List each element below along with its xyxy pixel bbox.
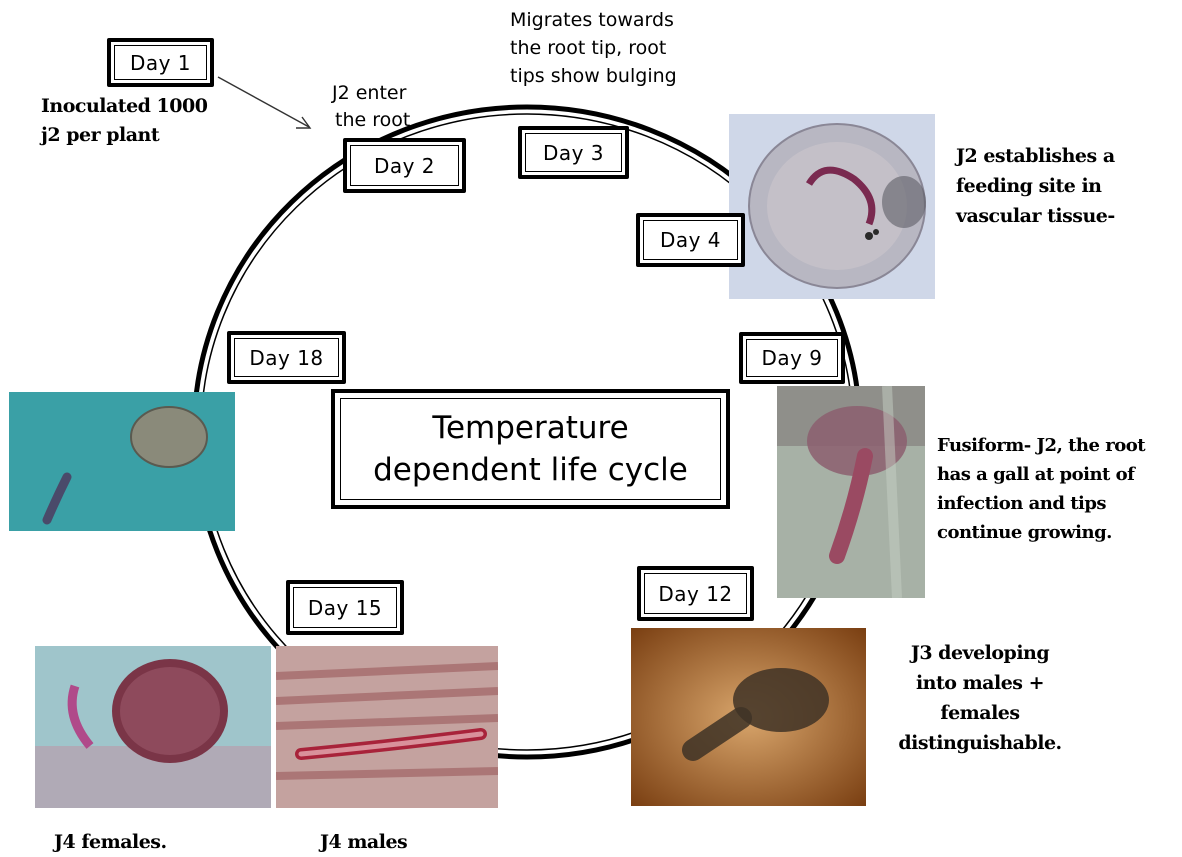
caption-j4-females: J4 females. <box>54 828 167 857</box>
note-feeding-site-line-1: J2 establishes a <box>956 141 1115 171</box>
day-15-label: Day 15 <box>308 596 382 620</box>
day-18-box: Day 18 <box>227 331 346 384</box>
note-inoculated-line-2: j2 per plant <box>41 121 207 150</box>
day-4-label: Day 4 <box>660 228 721 252</box>
note-j3-line-4: distinguishable. <box>880 728 1080 758</box>
day-12-label: Day 12 <box>658 582 732 606</box>
photo-day12-j3 <box>631 628 866 806</box>
note-fusiform-line-1: Fusiform- J2, the root <box>937 431 1145 460</box>
note-migrates-line-1: Migrates towards <box>510 6 677 34</box>
center-title-box: Temperature dependent life cycle <box>331 389 730 509</box>
note-j3-line-3: females <box>880 698 1080 728</box>
day-2-box: Day 2 <box>343 138 466 193</box>
note-migrates-line-3: tips show bulging <box>510 62 677 90</box>
note-j2-enter: J2 enter the root <box>332 80 410 134</box>
note-feeding-site-line-3: vascular tissue- <box>956 201 1115 231</box>
day-9-label: Day 9 <box>761 346 822 370</box>
day-1-label: Day 1 <box>130 51 191 75</box>
note-migrates: Migrates towards the root tip, root tips… <box>510 6 677 90</box>
day-1-box: Day 1 <box>107 38 214 87</box>
day-3-label: Day 3 <box>543 141 604 165</box>
title-line-1: Temperature <box>432 407 628 449</box>
note-fusiform-line-4: continue growing. <box>937 518 1145 547</box>
arrow-icon <box>218 77 310 128</box>
caption-j4-males: J4 males <box>320 828 407 857</box>
note-j2-enter-line-2: the root <box>335 107 410 134</box>
note-fusiform-line-2: has a gall at point of <box>937 460 1145 489</box>
day-15-box: Day 15 <box>286 580 404 635</box>
note-feeding-site: J2 establishes a feeding site in vascula… <box>956 141 1115 231</box>
photo-day4-feeding-site <box>729 114 935 299</box>
title-line-2: dependent life cycle <box>373 449 688 491</box>
note-j3-line-2: into males + <box>880 668 1080 698</box>
photo-day18-egg <box>9 392 235 531</box>
note-migrates-line-2: the root tip, root <box>510 34 677 62</box>
day-2-label: Day 2 <box>374 154 435 178</box>
note-inoculated: Inoculated 1000 j2 per plant <box>41 92 207 150</box>
note-j3: J3 developing into males + females disti… <box>880 638 1080 758</box>
day-18-label: Day 18 <box>249 346 323 370</box>
photo-j4-males <box>276 646 498 808</box>
note-j2-enter-line-1: J2 enter <box>332 80 410 107</box>
note-inoculated-line-1: Inoculated 1000 <box>41 92 207 121</box>
day-3-box: Day 3 <box>518 126 629 179</box>
note-fusiform: Fusiform- J2, the root has a gall at poi… <box>937 431 1145 547</box>
photo-day9-fusiform <box>777 386 925 598</box>
note-feeding-site-line-2: feeding site in <box>956 171 1115 201</box>
photo-j4-females <box>35 646 271 808</box>
note-fusiform-line-3: infection and tips <box>937 489 1145 518</box>
note-j3-line-1: J3 developing <box>880 638 1080 668</box>
day-9-box: Day 9 <box>739 332 845 384</box>
day-12-box: Day 12 <box>637 566 754 621</box>
day-4-box: Day 4 <box>636 213 745 267</box>
